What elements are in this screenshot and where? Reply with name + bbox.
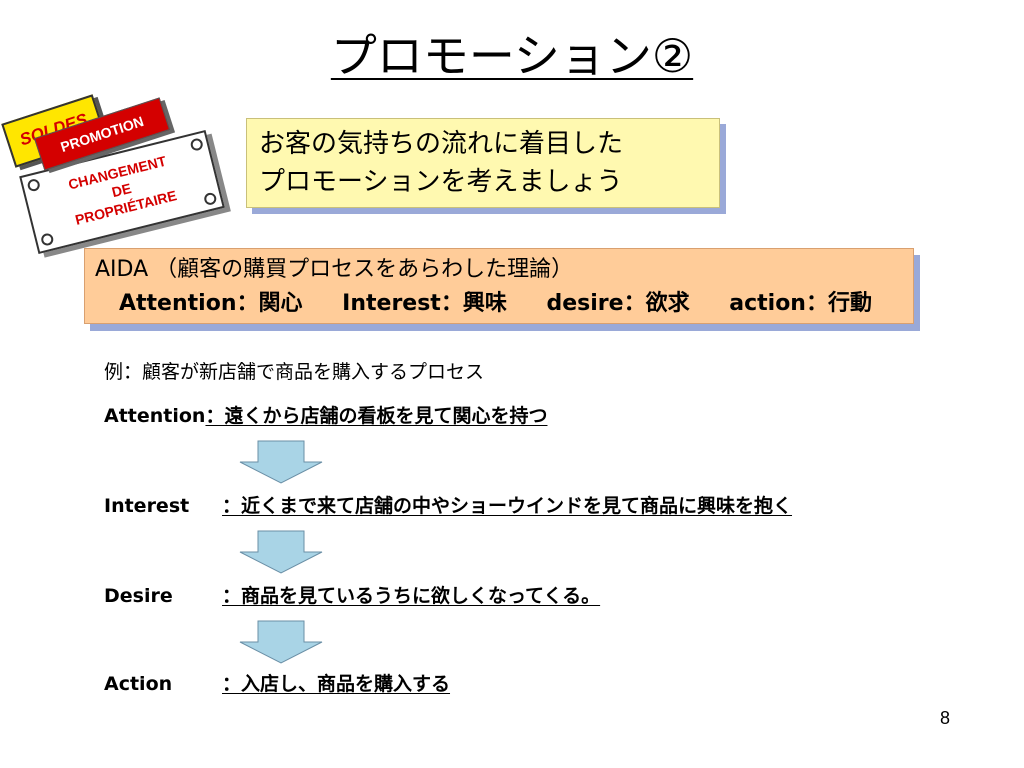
stage-label: Desire bbox=[104, 585, 173, 607]
stage-text: ：近くまで来て店舗の中やショーウインドを見て商品に興味を抱く bbox=[222, 495, 793, 517]
aida-item-action: action：行動 bbox=[729, 291, 872, 316]
aida-heading: AIDA （顧客の購買プロセスをあらわした理論） bbox=[95, 257, 574, 282]
stage-interest: Interest ：近くまで来て店舗の中やショーウインドを見て商品に興味を抱く bbox=[104, 492, 792, 520]
stage-text: ：遠くから店舗の看板を見て関心を持つ bbox=[205, 405, 548, 427]
stage-attention: Attention：遠くから店舗の看板を見て関心を持つ bbox=[104, 402, 547, 430]
stage-text: ：入店し、商品を購入する bbox=[222, 673, 451, 695]
slide-title: プロモーション② bbox=[0, 28, 1024, 84]
down-arrow-icon bbox=[239, 440, 323, 484]
intro-box: お客の気持ちの流れに着目した プロモーションを考えましょう bbox=[246, 118, 720, 208]
intro-line-1: お客の気持ちの流れに着目した bbox=[259, 129, 624, 159]
stage-label: Interest bbox=[104, 495, 190, 517]
aida-item-attention: Attention：関心 bbox=[119, 291, 303, 316]
aida-item-interest: Interest：興味 bbox=[342, 291, 507, 316]
stage-label: Action bbox=[104, 673, 173, 695]
stage-text: ：商品を見ているうちに欲しくなってくる。 bbox=[222, 585, 601, 607]
slide-title-text: プロモーション② bbox=[330, 29, 694, 83]
stage-label: Attention bbox=[104, 405, 206, 427]
intro-line-2: プロモーションを考えましょう bbox=[259, 167, 623, 197]
stage-action: Action ：入店し、商品を購入する bbox=[104, 670, 450, 698]
aida-item-desire: desire：欲求 bbox=[546, 291, 690, 316]
aida-items: Attention：関心 Interest：興味 desire：欲求 actio… bbox=[95, 287, 903, 321]
down-arrow-icon bbox=[239, 620, 323, 664]
aida-box: AIDA （顧客の購買プロセスをあらわした理論） Attention：関心 In… bbox=[84, 248, 914, 324]
page-number: 8 bbox=[940, 708, 951, 728]
stage-desire: Desire ：商品を見ているうちに欲しくなってくる。 bbox=[104, 582, 600, 610]
down-arrow-icon bbox=[239, 530, 323, 574]
example-caption: 例：顧客が新店舗で商品を購入するプロセス bbox=[104, 361, 485, 383]
